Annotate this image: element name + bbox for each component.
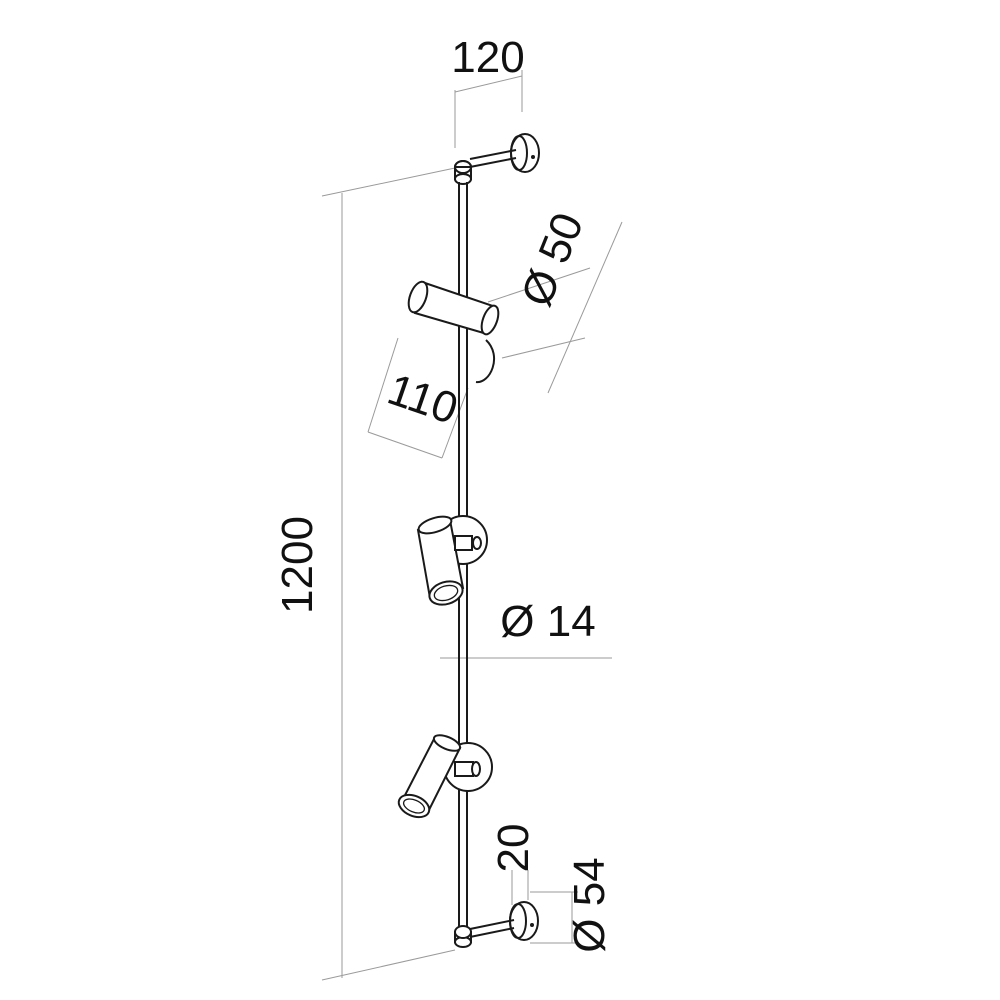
bar-diameter-label: Ø 14 <box>500 597 595 646</box>
spot-1 <box>407 280 500 384</box>
total-height-label: 1200 <box>273 516 322 614</box>
spot-2 <box>416 515 488 606</box>
top-wall-bracket <box>454 133 540 185</box>
bottom-wall-bracket <box>454 901 539 948</box>
arm-length-label: 120 <box>451 33 524 82</box>
spot-length-label: 110 <box>382 365 464 434</box>
spot-diameter-label: Ø 50 <box>512 206 593 313</box>
spot-3 <box>397 734 493 819</box>
base-diameter-label: Ø 54 <box>565 857 614 952</box>
base-depth-label: 20 <box>489 824 538 873</box>
dimension-lines <box>321 70 623 981</box>
